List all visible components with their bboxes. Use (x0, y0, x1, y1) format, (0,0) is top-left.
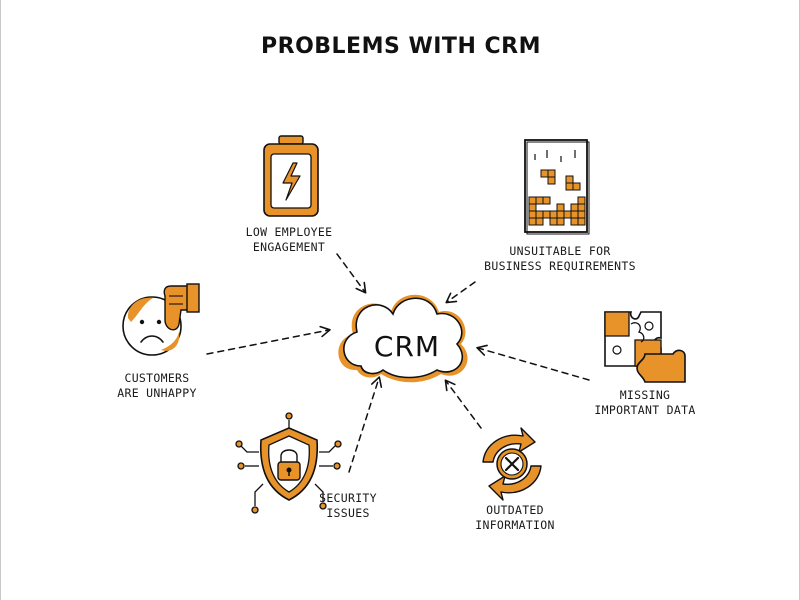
shield-lock-icon (235, 412, 342, 514)
label-low-engagement: LOW EMPLOYEE ENGAGEMENT (245, 225, 333, 254)
diagram-title: PROBLEMS WITH CRM (261, 34, 541, 59)
connector-arrows (206, 253, 590, 473)
sad-face-thumbs-down-icon (122, 283, 200, 356)
arrow-unsuitable (445, 281, 476, 304)
center-label: CRM (374, 330, 440, 363)
tetris-icon (524, 139, 590, 235)
label-customers-unhappy: CUSTOMERS ARE UNHAPPY (117, 371, 197, 400)
battery-icon (263, 135, 319, 217)
cloud-icon: CRM (338, 294, 468, 383)
label-outdated: OUTDATED INFORMATION (475, 503, 555, 532)
label-missing-data: MISSING IMPORTANT DATA (594, 388, 696, 417)
refresh-x-icon (482, 427, 542, 501)
arrow-low-engagement (336, 253, 367, 294)
arrow-missing-data (476, 344, 590, 381)
label-security: SECURITY ISSUES (319, 491, 377, 520)
puzzle-icon (604, 311, 686, 383)
arrow-security (348, 376, 383, 473)
label-unsuitable: UNSUITABLE FOR BUSINESS REQUIREMENTS (484, 244, 636, 273)
arrow-outdated (444, 379, 482, 429)
arrow-customers (206, 325, 331, 355)
